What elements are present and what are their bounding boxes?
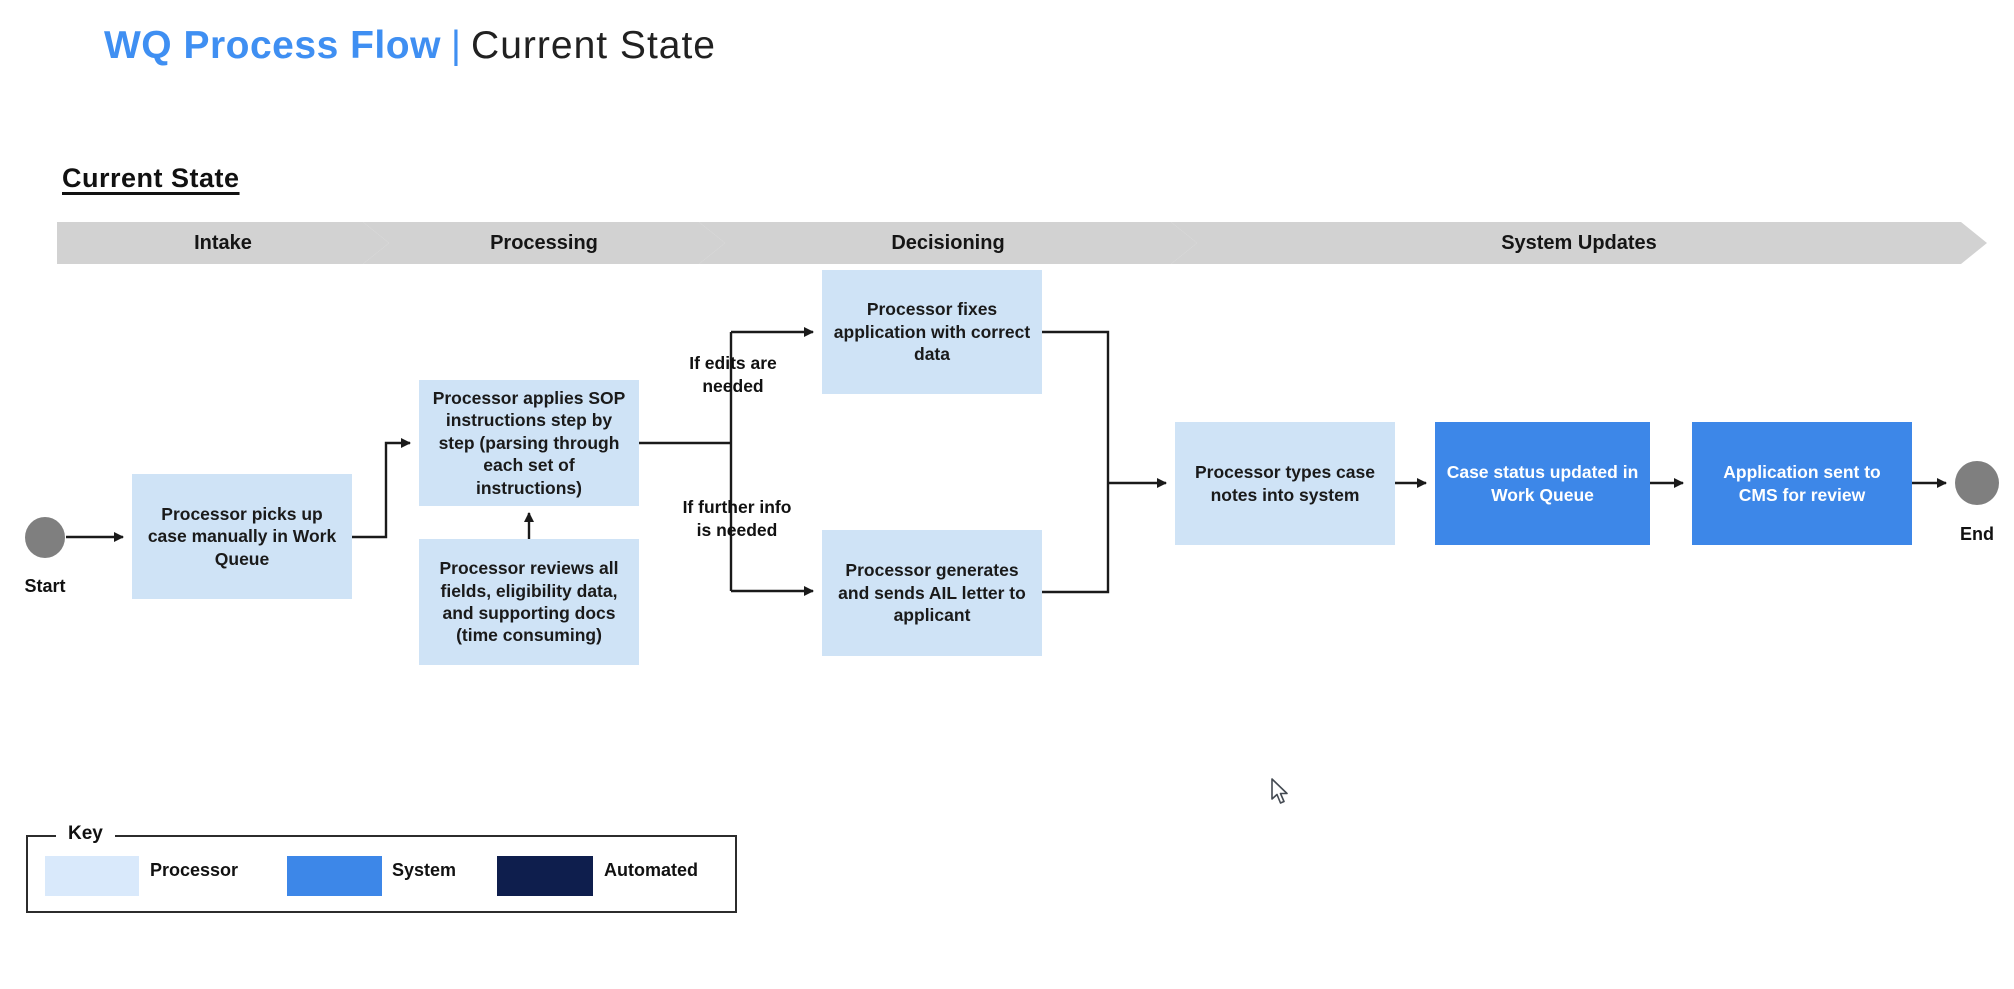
flow-box-types-case-notes: Processor types case notes into system	[1175, 422, 1395, 545]
flow-box-fixes-application: Processor fixes application with correct…	[822, 270, 1042, 394]
flow-box-reviews-fields: Processor reviews all fields, eligibilit…	[419, 539, 639, 665]
legend-items: Processor System Automated	[28, 837, 735, 911]
title-brand: WQ Process Flow	[104, 24, 441, 67]
end-node	[1955, 461, 1999, 505]
legend-swatch-processor	[45, 856, 139, 896]
legend-swatch-automated	[497, 856, 593, 896]
legend-label-processor: Processor	[150, 860, 239, 880]
end-label: End	[1960, 524, 1994, 544]
flow-box-pickup-case: Processor picks up case manually in Work…	[132, 474, 352, 599]
mouse-cursor-icon	[1271, 778, 1288, 804]
flow-box-sends-ail-letter: Processor generates and sends AIL letter…	[822, 530, 1042, 656]
legend-label-automated: Automated	[604, 860, 698, 880]
phase-chevron-processing: Processing	[363, 222, 725, 264]
branch-label-if-further-info: If further info is needed	[682, 497, 792, 540]
flow-box-application-sent-cms: Application sent to CMS for review	[1692, 422, 1912, 545]
legend-swatch-system	[287, 856, 382, 896]
flow-box-case-status-updated: Case status updated in Work Queue	[1435, 422, 1650, 545]
legend-label-system: System	[392, 860, 457, 880]
legend-title: Key	[56, 823, 115, 845]
start-label: Start	[24, 576, 66, 596]
flow-box-applies-sop: Processor applies SOP instructions step …	[419, 380, 639, 506]
page-title: WQ Process Flow|Current State	[104, 24, 716, 68]
phase-chevron-system-updates: System Updates	[1171, 222, 1987, 264]
title-subtitle: Current State	[471, 24, 716, 67]
section-heading: Current State	[62, 163, 240, 193]
legend-key-box: Key Processor System Automated	[26, 823, 737, 913]
branch-label-if-edits-needed: If edits are needed	[689, 353, 777, 396]
phase-chevron-decisioning: Decisioning	[699, 222, 1197, 264]
title-separator: |	[450, 24, 462, 67]
phase-chevron-intake: Intake	[57, 222, 389, 264]
start-node	[25, 517, 65, 558]
